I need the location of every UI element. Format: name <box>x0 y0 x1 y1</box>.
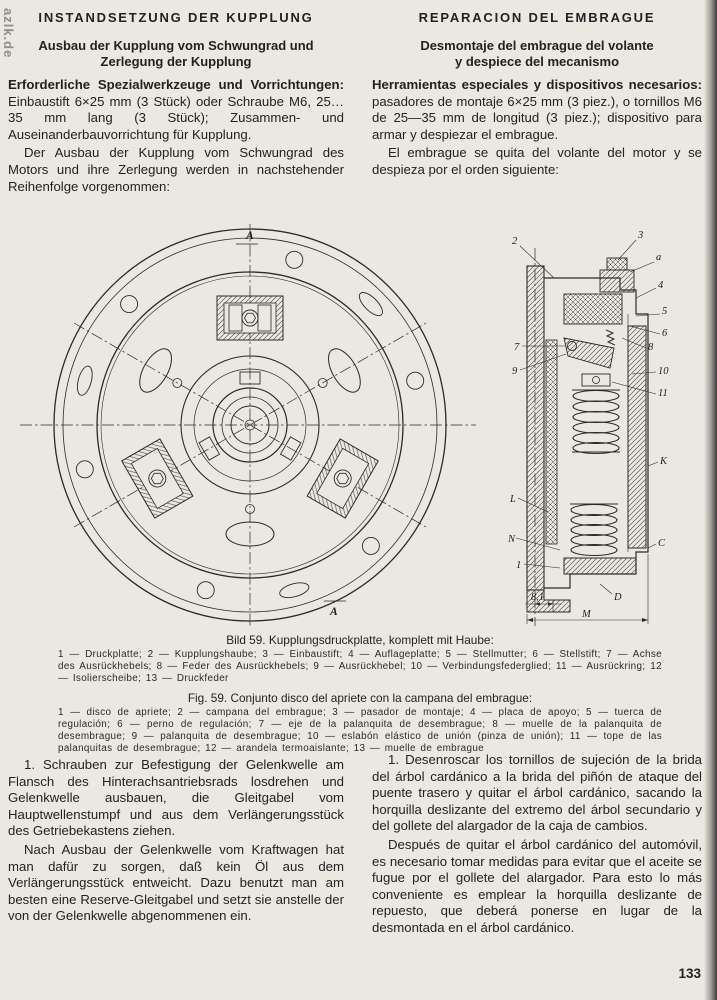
figure-caption: Bild 59. Kupplungsdruckplatte, komplett … <box>58 633 662 762</box>
callout-4: 4 <box>658 280 664 291</box>
german-subtitle: Ausbau der Kupplung vom Schwungrad und Z… <box>38 38 314 69</box>
callout-L: L <box>509 494 516 505</box>
spanish-intro-paragraph: El embrague se quita del volante del mot… <box>372 145 702 177</box>
caption-german-title: Bild 59. Kupplungsdruckplatte, komplett … <box>226 633 494 647</box>
spanish-tools-lead: Herramientas especiales y dispositivos n… <box>372 77 702 92</box>
page-number: 133 <box>678 966 701 981</box>
spanish-tools-body: pasadores de montaje 6×25 mm (3 piez.), … <box>372 93 702 142</box>
german-step1-note-paragraph: Nach Ausbau der Gelenkwelle vom Kraftwag… <box>8 841 344 924</box>
callout-dim-m: M <box>581 609 592 620</box>
german-intro-block: Erforderliche Spezialwerkzeuge und Vorri… <box>8 77 344 195</box>
german-steps-block: 1. Schrauben zur Befestigung der Gelenkw… <box>8 757 344 925</box>
german-step1-paragraph: 1. Schrauben zur Befestigung der Gelenkw… <box>8 757 344 839</box>
spanish-tools-paragraph: Herramientas especiales y dispositivos n… <box>372 77 702 143</box>
callout-11: 11 <box>658 388 668 399</box>
callout-10: 10 <box>658 366 669 377</box>
german-intro-paragraph: Der Ausbau der Kupplung vom Schwungrad d… <box>8 145 344 194</box>
callout-7: 7 <box>514 342 520 353</box>
callout-section-a-bottom: A <box>329 606 338 618</box>
caption-spanish-title: Fig. 59. Conjunto disco del apriete con … <box>187 691 533 706</box>
spanish-step1-paragraph: 1. Desenroscar los tornillos de sujeción… <box>372 752 702 834</box>
page-edge-shadow <box>704 0 717 1000</box>
callout-6: 6 <box>662 328 668 339</box>
spanish-subtitle: Desmontaje del embrague del volante y de… <box>420 38 654 69</box>
callout-5: 5 <box>662 306 667 317</box>
callout-2: 2 <box>512 236 518 247</box>
figure-front-view: A A <box>20 224 476 626</box>
spanish-steps-block: 1. Desenroscar los tornillos de sujeción… <box>372 752 702 937</box>
spanish-intro-block: Herramientas especiales y dispositivos n… <box>372 77 702 179</box>
callout-3: 3 <box>637 230 643 241</box>
callout-section-a-top: A <box>245 230 254 242</box>
german-tools-lead: Erforderliche Spezialwerkzeuge und Vorri… <box>8 77 344 92</box>
figure-59-technical-drawing: A A <box>20 224 669 626</box>
callout-D: D <box>613 592 622 603</box>
spanish-section-title: REPARACION DEL EMBRAGUE <box>418 10 656 25</box>
callout-1: 1 <box>516 560 521 571</box>
callout-dim-8-1: 8,1 <box>531 592 544 603</box>
figure-side-view: 8,1 M 2 7 9 L <box>507 230 669 626</box>
callout-N: N <box>507 534 516 545</box>
watermark-text: azlk.de <box>1 8 16 59</box>
callout-a: a <box>656 252 661 263</box>
german-tools-paragraph: Erforderliche Spezialwerkzeuge und Vorri… <box>8 77 344 143</box>
callout-C: C <box>658 538 666 549</box>
caption-german-legend: 1 — Druckplatte; 2 — Kupplungshaube; 3 —… <box>58 649 662 684</box>
callout-9: 9 <box>512 366 518 377</box>
german-tools-body: Einbaustift 6×25 mm (3 Stück) oder Schra… <box>8 93 344 142</box>
caption-spanish-legend: 1 — disco de apriete; 2 — campana del em… <box>58 707 662 754</box>
spanish-step1-note-paragraph: Después de quitar el árbol cardánico del… <box>372 836 702 935</box>
callout-K: K <box>659 456 668 467</box>
callout-8: 8 <box>648 342 654 353</box>
german-section-title: INSTANDSETZUNG DER KUPPLUNG <box>38 10 314 25</box>
